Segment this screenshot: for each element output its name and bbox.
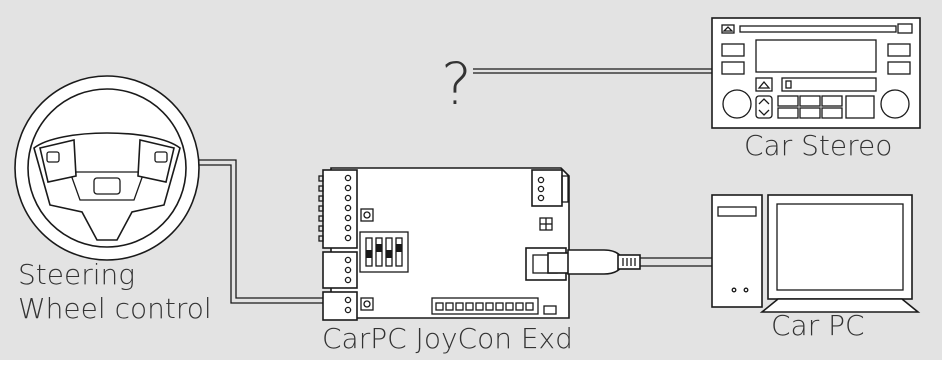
wire-steering-to-board [197,159,323,304]
steering-wheel-icon [14,75,200,261]
terminal-pins [318,175,324,242]
joycon-label: CarPC JoyCon Exd [322,322,573,355]
dip-switch [359,231,409,273]
circuit-board-icon [318,167,570,321]
unknown-connection-label: ? [441,50,472,118]
steering-label-line2: Wheel control [18,292,212,325]
car-stereo-icon [711,17,921,129]
wire-stereo-link [473,68,712,74]
steering-label-line1: Steering [18,258,135,291]
desktop-computer-icon [711,194,921,313]
usb-plug-icon [547,249,641,275]
car-pc-label: Car PC [771,309,865,342]
usb-cable [638,257,712,267]
pin-header [431,297,539,315]
car-stereo-label: Car Stereo [744,129,892,162]
terminal-screws [344,174,352,314]
